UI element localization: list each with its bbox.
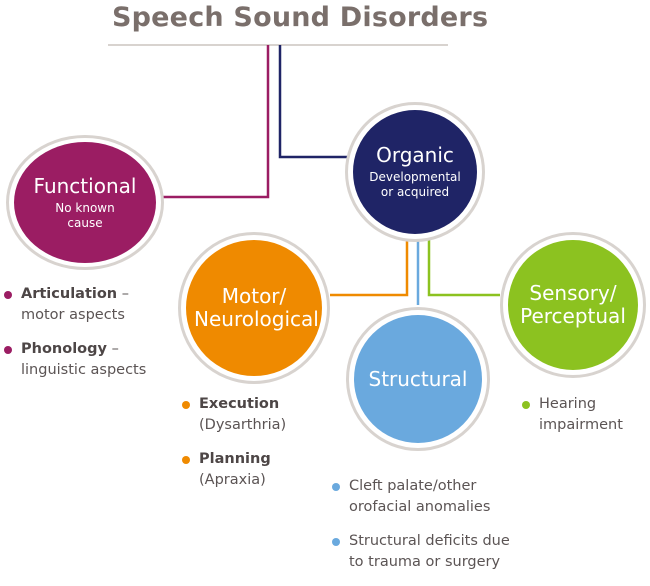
motor-bullet-list: Execution (Dysarthria) Planning (Apraxia…: [182, 394, 322, 504]
motor-connector: [330, 225, 409, 297]
list-item: Execution (Dysarthria): [182, 394, 322, 436]
structural-bullet-list: Cleft palate/other orofacial anomalies S…: [332, 476, 512, 586]
list-item: Structural deficits due to trauma or sur…: [332, 531, 512, 573]
bullet-dot: [182, 401, 190, 409]
bullet-dot: [332, 483, 340, 491]
structural-title: Structural: [368, 366, 468, 391]
sensory-connector: [427, 225, 500, 297]
bullet-dot: [182, 456, 190, 464]
list-item: Planning (Apraxia): [182, 449, 322, 491]
bullet-bold: Execution: [199, 396, 280, 412]
organic-subtitle: Developmental or acquired: [369, 170, 461, 199]
functional-subtitle: No known cause: [55, 200, 115, 230]
bullet-dot: [332, 538, 340, 546]
bullet-text: – motor aspects: [21, 286, 129, 323]
functional-bullet-list: Articulation – motor aspects Phonology –…: [4, 284, 164, 394]
bullet-text: (Dysarthria): [199, 417, 287, 433]
functional-node: Functional No known cause: [14, 142, 156, 263]
bullet-text: Cleft palate/other orofacial anomalies: [349, 478, 491, 515]
bullet-text: (Apraxia): [199, 472, 266, 488]
sensory-node: Sensory/ Perceptual: [508, 240, 638, 370]
sensory-title: Sensory/ Perceptual: [520, 281, 626, 328]
bullet-dot: [4, 346, 12, 354]
functional-connector: [160, 45, 270, 199]
motor-node: Motor/ Neurological: [186, 240, 322, 376]
motor-title: Motor/ Neurological: [194, 284, 319, 331]
organic-title: Organic: [376, 143, 454, 167]
organic-node: Organic Developmental or acquired: [353, 110, 477, 234]
bullet-dot: [4, 291, 12, 299]
organic-connector: [278, 45, 350, 159]
bullet-dot: [522, 401, 530, 409]
functional-title: Functional: [33, 173, 137, 198]
bullet-bold: Articulation: [21, 286, 118, 302]
structural-node: Structural: [354, 315, 482, 443]
list-item: Hearing impairment: [522, 394, 640, 436]
bullet-text: – linguistic aspects: [21, 341, 147, 378]
page-title: Speech Sound Disorders: [112, 2, 489, 33]
bullet-text: Hearing impairment: [539, 396, 623, 433]
bullet-bold: Planning: [199, 451, 271, 467]
sensory-bullet-list: Hearing impairment: [522, 394, 640, 449]
list-item: Articulation – motor aspects: [4, 284, 164, 326]
list-item: Phonology – linguistic aspects: [4, 339, 164, 381]
bullet-text: Structural deficits due to trauma or sur…: [349, 533, 510, 570]
list-item: Cleft palate/other orofacial anomalies: [332, 476, 512, 518]
bullet-bold: Phonology: [21, 341, 107, 357]
